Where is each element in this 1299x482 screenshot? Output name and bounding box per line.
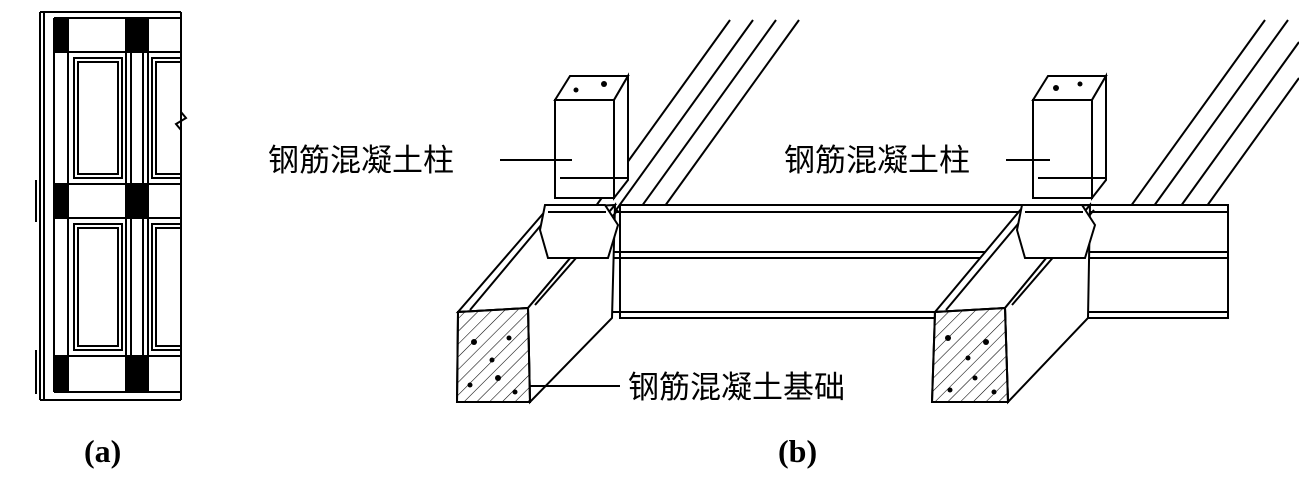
- column-label-right: 钢筋混凝土柱: [784, 143, 970, 179]
- plan-column: [126, 356, 148, 392]
- column-left: [553, 72, 630, 201]
- plan-column: [54, 356, 68, 392]
- column-right: [1031, 72, 1108, 201]
- ground-hatch: [574, 19, 1299, 236]
- column-label-left: 钢筋混凝土柱: [268, 143, 454, 179]
- plan-column: [54, 18, 68, 52]
- plan-columns: [54, 18, 148, 392]
- caption-b: (b): [778, 433, 817, 469]
- leader-lines: [500, 159, 1050, 387]
- plan-view: [35, 11, 188, 401]
- foundation-left: [455, 202, 620, 405]
- tie-beam: [612, 204, 1229, 319]
- plan-column: [54, 184, 68, 218]
- foundation-right: [930, 202, 1097, 405]
- caption-a: (a): [84, 433, 121, 469]
- plan-column: [126, 184, 148, 218]
- plan-column: [126, 18, 148, 52]
- foundation-label: 钢筋混凝土基础: [628, 370, 845, 406]
